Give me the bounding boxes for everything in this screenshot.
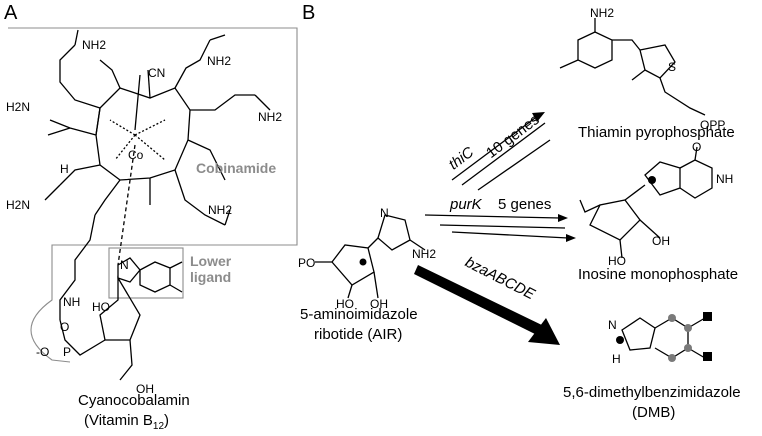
atom-po-air: PO (298, 256, 316, 270)
air-caption-2: ribotide (AIR) (314, 326, 403, 343)
atom-nh2-top2: NH2 (207, 54, 232, 68)
purk-gene-label: purK (450, 196, 482, 213)
lower-ligand-box (108, 247, 184, 299)
lower-ligand-label-2: ligand (190, 269, 232, 285)
atom-ho-air: HO (336, 297, 354, 311)
co-cn-bond (134, 74, 141, 131)
atom-nh2-top: NH2 (82, 38, 107, 52)
atom-ho-imp: HO (608, 254, 626, 268)
atom-h2n-left2: H2N (6, 198, 31, 212)
atom-o-minus: -O (36, 345, 50, 359)
atom-oh-air: OH (370, 297, 388, 311)
vitamin-caption-end: ) (164, 412, 170, 429)
atom-n-air: N (380, 206, 389, 220)
atom-nh-imp: NH (716, 172, 734, 186)
atom-oh-imp: OH (652, 234, 670, 248)
atom-nh2-right: NH2 (258, 110, 283, 124)
cyanocobalamin-caption: Cyanocobalamin (78, 392, 190, 409)
purk-count-label: 5 genes (498, 196, 552, 213)
atom-nh: NH (63, 295, 81, 309)
atom-cn: CN (148, 66, 166, 80)
atom-nh2-thiamin: NH2 (590, 6, 615, 20)
atom-ho: HO (92, 300, 110, 314)
arrow-bza (414, 265, 548, 338)
thiamin-caption: Thiamin pyrophosphate (578, 124, 735, 141)
atom-o-left: O (60, 320, 70, 334)
dmb-caption-1: 5,6-dimethylbenzimidazole (563, 384, 741, 401)
vitamin-caption-sub: 12 (152, 421, 165, 432)
atom-n-ligand: N (120, 258, 129, 272)
atom-co: Co (128, 148, 144, 162)
panel-a-label: A (4, 2, 18, 24)
atom-h-dmb: H (612, 352, 621, 366)
atom-p: P (63, 345, 72, 359)
atom-h-left: H (60, 162, 69, 176)
atom-s-thiamin: S (668, 60, 677, 74)
corrin-ring (95, 87, 191, 181)
dmb-caption-2: (DMB) (632, 404, 676, 421)
co-dmb-dashed (117, 144, 136, 266)
cobinamide-label: Cobinamide (196, 160, 277, 176)
vitamin-caption-text: (Vitamin B (84, 412, 153, 429)
atom-nh2-air: NH2 (412, 247, 437, 261)
air-caption-1: 5-aminoimidazole (300, 306, 418, 323)
atom-n-dmb: N (608, 318, 617, 332)
lower-ligand-label-1: Lower (190, 253, 232, 269)
arrow-purk (424, 214, 561, 219)
atom-o-imp: O (692, 140, 702, 154)
atom-oh: OH (136, 382, 154, 396)
imp-caption: Inosine monophosphate (578, 266, 739, 283)
vitamin-caption: (Vitamin B12) (84, 412, 169, 432)
atom-h2n-left: H2N (6, 100, 31, 114)
arrow-thic (451, 117, 536, 181)
atom-opp: OPP (700, 118, 726, 132)
atom-nh2-lower: NH2 (208, 203, 233, 217)
cobinamide-box (8, 27, 298, 363)
panel-b-label: B (302, 2, 316, 24)
